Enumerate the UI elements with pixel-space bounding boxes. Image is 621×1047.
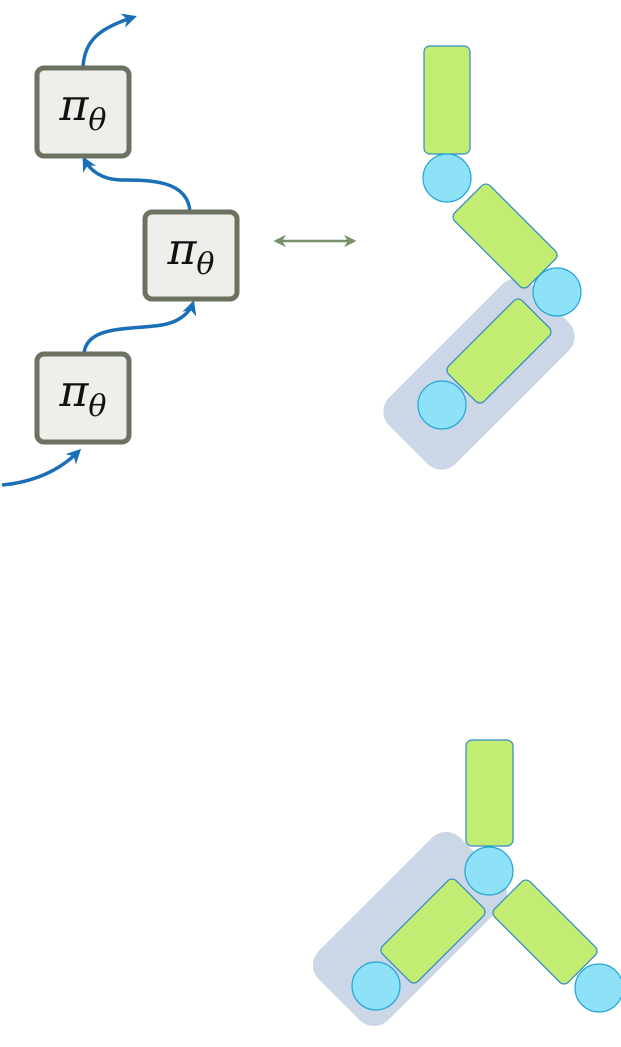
body-segment	[492, 879, 598, 985]
input-arrow	[1, 448, 82, 487]
policy-symbol: π	[59, 366, 90, 417]
joint	[417, 380, 467, 430]
policy-node-bottom: πθ	[34, 351, 132, 445]
policy-symbol: π	[59, 80, 90, 131]
body-segment	[446, 298, 552, 404]
body-segment	[465, 739, 514, 847]
joint	[574, 963, 621, 1013]
policy-node-middle: πθ	[142, 209, 240, 302]
policy-subscript: θ	[196, 247, 214, 282]
joint	[464, 846, 514, 896]
policy-subscript: θ	[88, 103, 106, 138]
joint	[532, 267, 582, 317]
output-arrow	[81, 13, 137, 69]
policy-chain: πθ πθ πθ	[1, 13, 240, 487]
svg-text:πθ: πθ	[59, 80, 107, 138]
policy-symbol: π	[167, 224, 198, 275]
svg-text:πθ: πθ	[59, 366, 107, 424]
policy-subscript: θ	[88, 389, 106, 424]
body-segment	[380, 878, 486, 984]
robot-morphology-branched	[312, 739, 621, 1027]
svg-text:πθ: πθ	[167, 224, 215, 282]
joint	[422, 153, 472, 203]
body-segment	[423, 45, 471, 155]
robot-morphology-chain	[383, 45, 582, 470]
arrow-middle-to-top	[82, 156, 192, 213]
policy-node-top: πθ	[34, 65, 132, 159]
joint	[351, 961, 401, 1011]
arrow-bottom-to-middle	[82, 300, 197, 355]
